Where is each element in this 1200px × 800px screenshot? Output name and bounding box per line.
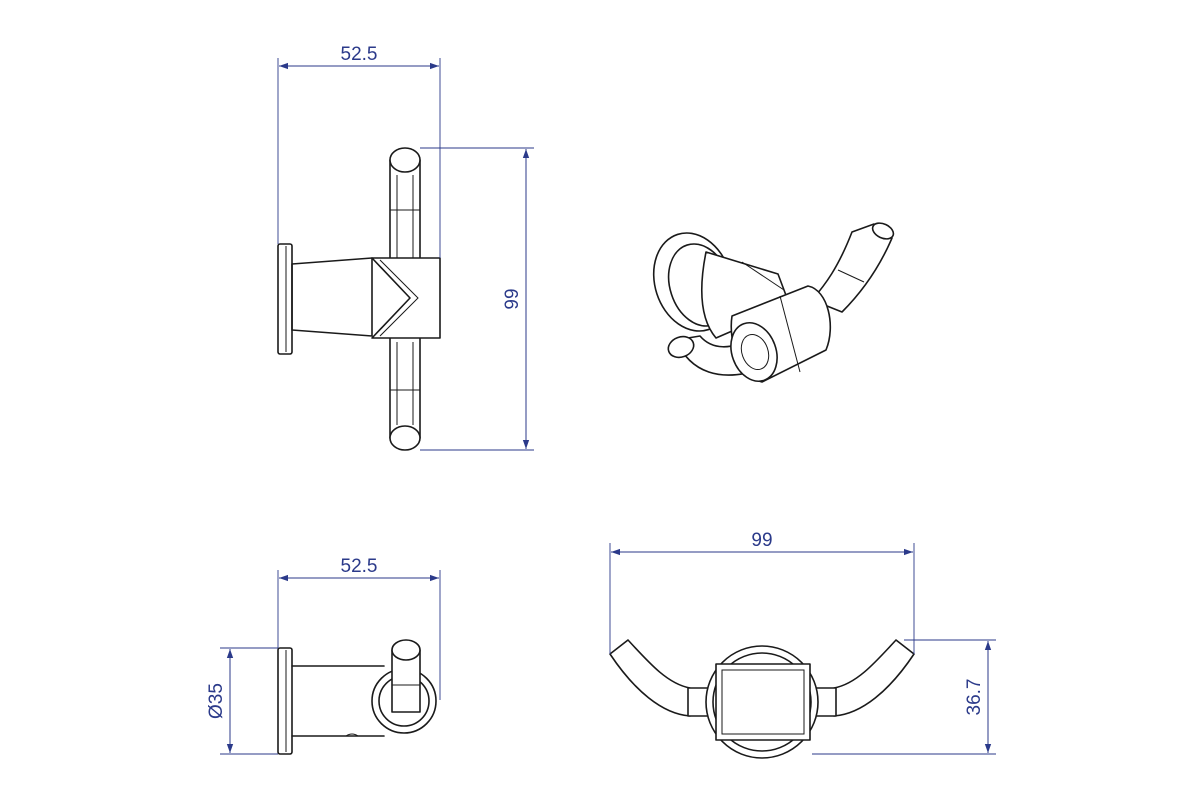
top-peg	[391, 649, 421, 713]
hub-block	[371, 257, 441, 339]
base-diameter-dimension: Ø35	[206, 647, 278, 755]
lower-peg	[389, 337, 421, 451]
stem	[291, 257, 373, 337]
top-stem	[291, 665, 385, 737]
side-width-dimension: 52.5	[277, 44, 441, 258]
front-width-dimension: 99	[609, 530, 915, 654]
side-view	[277, 147, 441, 451]
side-height-dimension: 99	[420, 147, 534, 451]
front-height-dimension: 36.7	[812, 639, 996, 755]
front-height-label: 36.7	[964, 679, 985, 716]
front-hub	[715, 663, 811, 741]
base-diameter-label: Ø35	[206, 683, 227, 719]
front-right-hook	[833, 639, 915, 717]
top-width-dimension: 52.5	[277, 556, 441, 700]
isometric-view	[652, 222, 895, 383]
front-width-label: 99	[751, 530, 772, 551]
side-height-label: 99	[502, 288, 523, 309]
wall-plate	[277, 243, 293, 355]
upper-peg	[389, 147, 421, 263]
top-width-label: 52.5	[341, 556, 378, 577]
side-width-label: 52.5	[341, 44, 378, 65]
top-wall-plate	[277, 647, 293, 755]
front-left-hook	[609, 639, 691, 717]
top-view	[277, 639, 437, 755]
front-view	[609, 639, 915, 759]
